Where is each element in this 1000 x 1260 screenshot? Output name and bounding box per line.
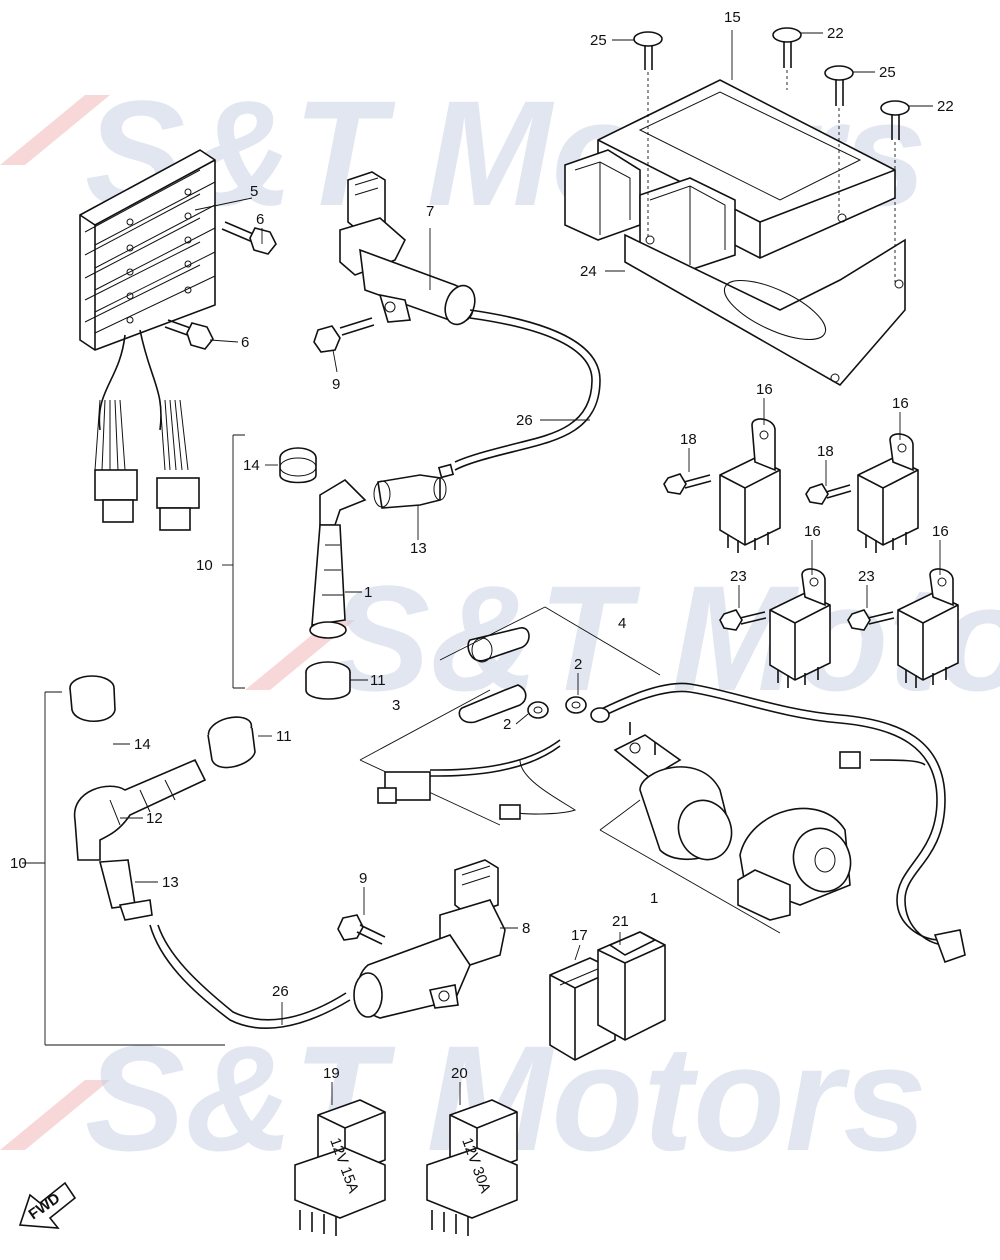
screw-22-right — [880, 100, 910, 140]
callout: 21 — [612, 913, 629, 930]
leader-lines — [22, 30, 941, 1105]
callout: 3 — [392, 697, 400, 714]
ignition-coil-lower — [353, 859, 506, 1019]
battery-cable — [377, 682, 966, 964]
callout: 19 — [323, 1065, 340, 1082]
callout: 25 — [590, 32, 607, 49]
callout: 5 — [250, 183, 258, 200]
callout: 6 — [241, 334, 249, 351]
callout: 16 — [756, 381, 773, 398]
callout: 14 — [243, 457, 260, 474]
callout: 2 — [503, 716, 511, 733]
callout: 26 — [272, 983, 289, 1000]
callout: 6 — [256, 211, 264, 228]
relay-19: 12V 15A — [294, 1099, 386, 1236]
relay-21 — [597, 931, 666, 1041]
bolt-6-upper — [221, 221, 277, 255]
relay-16-b — [857, 433, 919, 553]
bolt-18-a — [663, 473, 712, 495]
callout: 20 — [451, 1065, 468, 1082]
relay-16-c — [769, 568, 831, 688]
callout: 9 — [332, 376, 340, 393]
ecu-unit — [564, 79, 906, 387]
callout: 15 — [724, 9, 741, 26]
callout: 17 — [571, 927, 588, 944]
terminal-boots-4 — [439, 606, 661, 676]
callout: 2 — [574, 656, 582, 673]
washers-2 — [527, 696, 587, 719]
bolt-18-b — [805, 483, 852, 505]
plug-cap-upper — [232, 434, 447, 700]
fwd-arrow-icon: FWD — [18, 1181, 77, 1229]
callout: 18 — [680, 431, 697, 448]
callout: 18 — [817, 443, 834, 460]
callout: 10 — [196, 557, 213, 574]
callout: 9 — [359, 870, 367, 887]
callout: 22 — [827, 25, 844, 42]
callout: 4 — [618, 615, 626, 632]
callout: 1 — [364, 584, 372, 601]
callout: 22 — [937, 98, 954, 115]
callout: 16 — [932, 523, 949, 540]
callout: 11 — [276, 728, 292, 745]
callout: 23 — [858, 568, 875, 585]
callout: 16 — [892, 395, 909, 412]
callout: 13 — [162, 874, 179, 891]
ignition-coil-upper — [339, 171, 601, 479]
callout: 11 — [370, 672, 386, 689]
screw-22-left — [772, 27, 802, 68]
callout: 26 — [516, 412, 533, 429]
bolt-23-b — [847, 609, 895, 631]
callout: 7 — [426, 203, 434, 220]
plug-cap-lower — [44, 675, 351, 1046]
screw-25-right — [824, 65, 854, 106]
starter-relay-1 — [599, 722, 852, 934]
callout: 1 — [650, 890, 658, 907]
bolt-9-upper — [313, 317, 375, 353]
callout: 16 — [804, 523, 821, 540]
watermark-middle: S&T Motors — [245, 554, 1000, 722]
screw-25-left — [633, 31, 663, 70]
bolt-23-a — [719, 609, 767, 631]
bolt-6-lower — [164, 319, 214, 350]
callouts: 5 6 6 7 9 26 14 13 10 1 11 15 25 22 25 2… — [10, 9, 954, 1082]
relay-16-a — [719, 418, 781, 553]
bolt-9-lower — [337, 914, 386, 945]
callout: 25 — [879, 64, 896, 81]
regulator-rectifier — [79, 149, 216, 531]
callout: 23 — [730, 568, 747, 585]
relay-20: 12V 30A — [426, 1099, 518, 1236]
relay-16-d — [897, 568, 959, 688]
callout: 8 — [522, 920, 530, 937]
callout: 24 — [580, 263, 597, 280]
callout: 10 — [10, 855, 27, 872]
callout: 13 — [410, 540, 427, 557]
callout: 12 — [146, 810, 163, 827]
callout: 14 — [134, 736, 151, 753]
